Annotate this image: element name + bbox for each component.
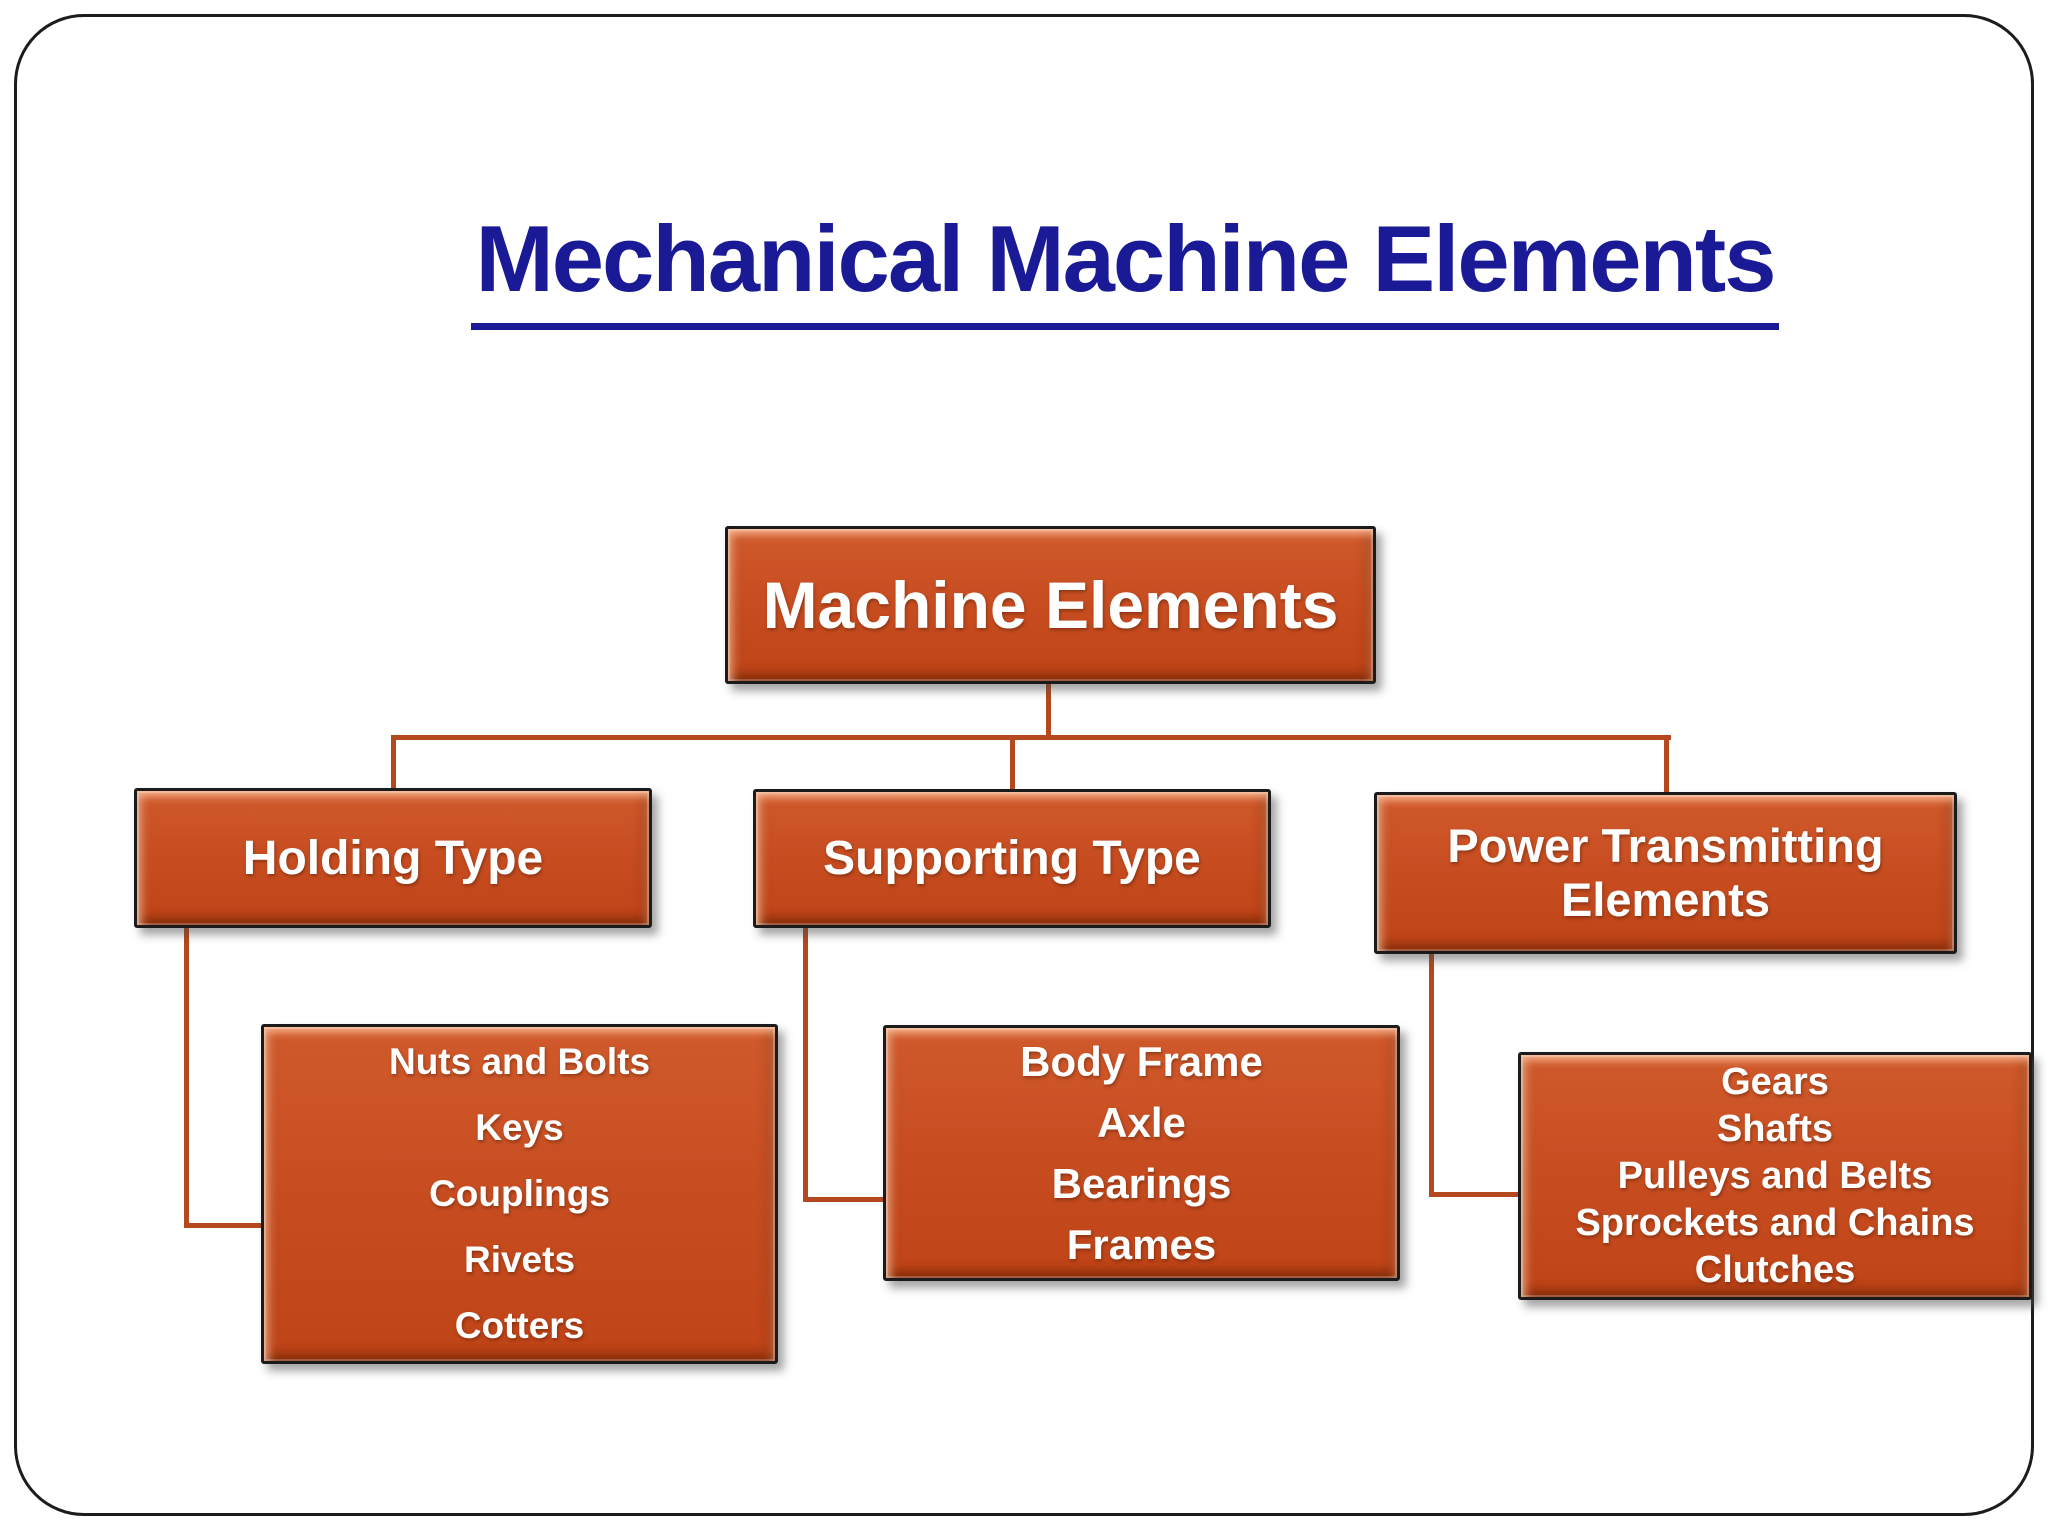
connector-drop-supporting xyxy=(1010,735,1015,792)
list-item: Axle xyxy=(1097,1099,1186,1146)
node-label: Machine Elements xyxy=(762,568,1339,642)
list-item: Rivets xyxy=(463,1239,576,1280)
node-power-transmitting-items: Gears Shafts Pulleys and Belts Sprockets… xyxy=(1518,1052,2032,1300)
list-item: Clutches xyxy=(1694,1248,1856,1291)
list-item: Pulleys and Belts xyxy=(1617,1154,1933,1197)
list-item: Keys xyxy=(475,1107,564,1148)
node-holding-type: Holding Type xyxy=(134,788,652,928)
list-item: Nuts and Bolts xyxy=(388,1041,651,1082)
node-holding-type-items: Nuts and Bolts Keys Couplings Rivets Cot… xyxy=(261,1024,778,1364)
node-label: Holding Type xyxy=(242,831,544,885)
node-supporting-type-items: Body Frame Axle Bearings Frames xyxy=(883,1025,1400,1281)
connector-elbow-power-h xyxy=(1429,1192,1522,1197)
connector-drop-holding xyxy=(391,735,396,791)
connector-elbow-power-v xyxy=(1429,952,1434,1197)
connector-elbow-supporting-h xyxy=(803,1197,887,1202)
connector-root-stub xyxy=(1046,682,1051,739)
slide-border-frame xyxy=(14,14,2034,1516)
node-machine-elements: Machine Elements xyxy=(725,526,1376,684)
list-item: Cotters xyxy=(454,1305,585,1346)
page-title: Mechanical Machine Elements xyxy=(430,205,1820,330)
list-item: Body Frame xyxy=(1020,1038,1263,1085)
connector-elbow-supporting-v xyxy=(803,925,808,1202)
list-item: Bearings xyxy=(1051,1160,1232,1207)
list-item: Couplings xyxy=(429,1173,610,1214)
list-item: Frames xyxy=(1066,1221,1217,1268)
list-item: Sprockets and Chains xyxy=(1575,1201,1975,1244)
node-label: Power Transmitting Elements xyxy=(1447,818,1884,926)
connector-rail xyxy=(392,735,1671,740)
connector-elbow-holding-v xyxy=(184,925,189,1228)
list-item: Shafts xyxy=(1716,1107,1834,1150)
page-title-text: Mechanical Machine Elements xyxy=(471,205,1779,330)
node-power-transmitting-elements: Power Transmitting Elements xyxy=(1374,792,1957,954)
connector-elbow-holding-h xyxy=(184,1223,264,1228)
node-label: Supporting Type xyxy=(823,832,1201,885)
connector-drop-power xyxy=(1664,735,1669,795)
node-supporting-type: Supporting Type xyxy=(753,789,1271,928)
list-item: Gears xyxy=(1721,1060,1829,1103)
